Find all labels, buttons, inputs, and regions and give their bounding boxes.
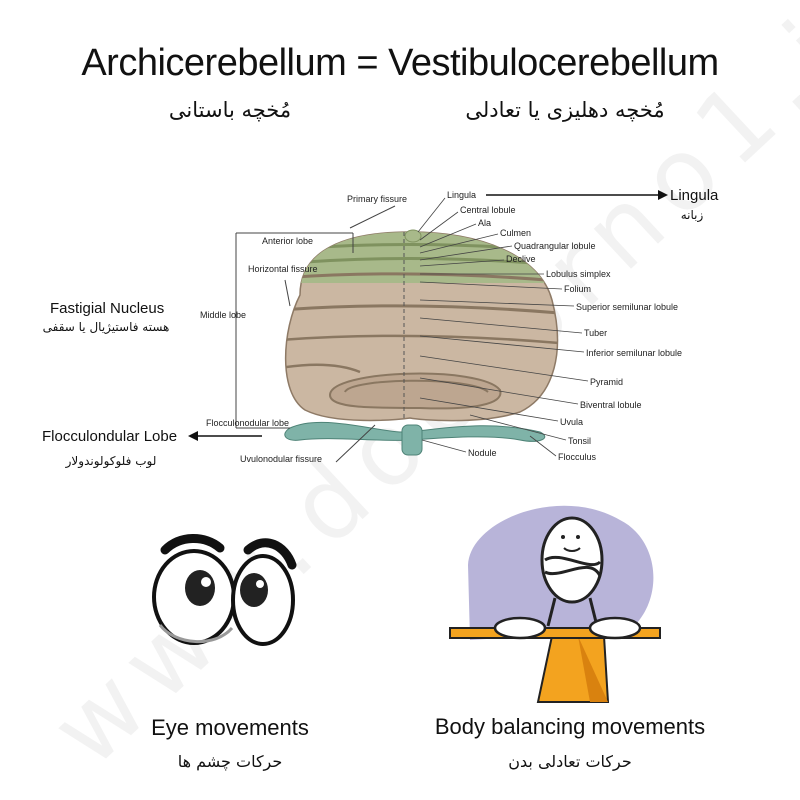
label-superior-semilunar-lobule-text: Superior semilunar lobule <box>576 302 678 312</box>
label-central-lobule: Central lobule <box>460 205 516 215</box>
flocculo-annotation-fa: لوب فلوکولوندولار <box>65 454 157 468</box>
label-superior-semilunar-lobule: Superior semilunar lobule <box>576 302 678 312</box>
label-declive: Declive <box>506 254 536 264</box>
label-flocculus: Flocculus <box>558 452 597 462</box>
label-uvula: Uvula <box>560 417 583 427</box>
label-lingula: Lingula <box>447 190 476 200</box>
label-inferior-semilunar-lobule: Inferior semilunar lobule <box>586 348 682 358</box>
flocculo-arrow <box>188 431 262 441</box>
fastigial-annotation: Fastigial Nucleus <box>50 300 165 317</box>
label-middle-lobe: Middle lobe <box>200 310 246 320</box>
label-tonsil: Tonsil <box>568 436 591 446</box>
flocculo-annotation: Flocculondular Lobe <box>42 428 178 445</box>
balancing-illustration <box>449 505 661 703</box>
label-ala: Ala <box>478 218 491 228</box>
label-biventral-lobule: Biventral lobule <box>580 400 642 410</box>
label-tuber: Tuber <box>584 328 607 338</box>
fastigial-annotation-fa: هسته فاستیژیال یا سقفی <box>42 320 170 334</box>
lingula-arrow <box>486 190 668 200</box>
eye-caption: Eye movements <box>151 715 309 740</box>
eye-caption-fa: حرکات چشم ها <box>177 752 283 771</box>
label-flocculonodular-lobe: Flocculonodular lobe <box>206 418 289 428</box>
body-caption-fa: حرکات تعادلی بدن <box>508 752 632 771</box>
label-horizontal-fissure: Horizontal fissure <box>248 264 318 274</box>
body-caption: Body balancing movements <box>434 714 706 739</box>
subtitle-left: مُخچه باستانی <box>168 98 292 122</box>
label-pyramid: Pyramid <box>590 377 623 387</box>
label-lobulus-simplex: Lobulus simplex <box>546 269 611 279</box>
label-nodule: Nodule <box>468 448 497 458</box>
label-uvulonodular-fissure: Uvulonodular fissure <box>240 454 322 464</box>
lingula-annotation: Lingula <box>670 187 719 204</box>
label-culmen: Culmen <box>500 228 531 238</box>
label-anterior-lobe: Anterior lobe <box>262 236 313 246</box>
eyes-illustration <box>152 534 297 646</box>
subtitle-right: مُخچه دهلیزی یا تعادلی <box>465 98 665 122</box>
page-title: Archicerebellum = Vestibulocerebellum <box>81 42 719 84</box>
label-folium: Folium <box>564 284 591 294</box>
lingula-annotation-fa: زبانه <box>680 208 704 222</box>
flocculonodular-lobe-shape <box>284 421 546 456</box>
label-primary-fissure: Primary fissure <box>347 194 407 204</box>
label-quadrangular-lobule: Quadrangular lobule <box>514 241 596 251</box>
